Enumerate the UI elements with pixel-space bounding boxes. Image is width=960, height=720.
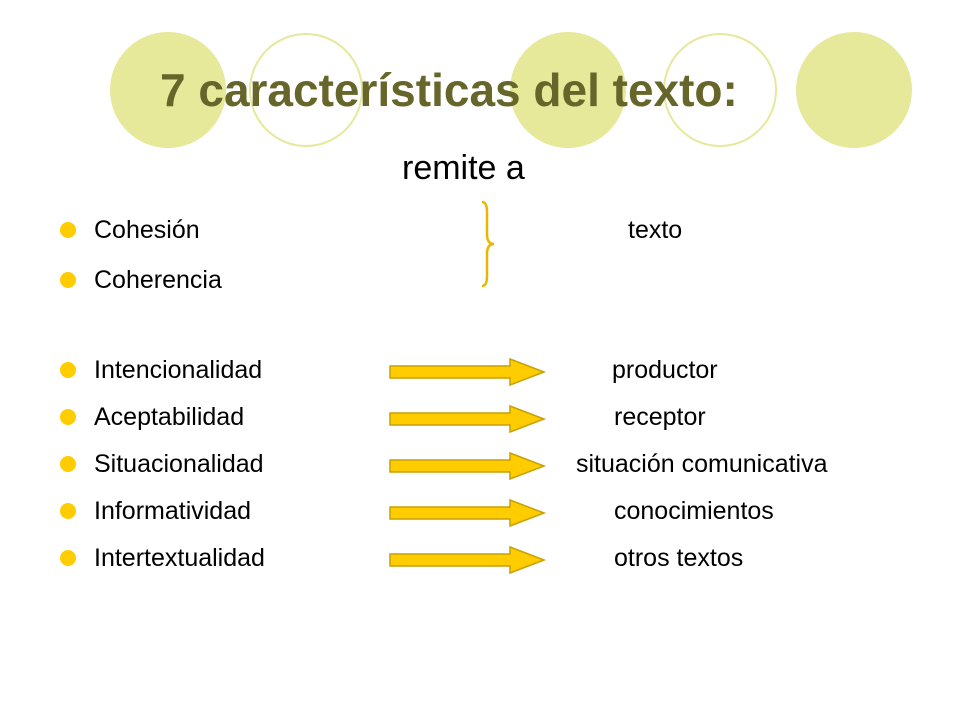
right-arrow-icon [389,357,547,387]
deco-filled-circle-2 [510,32,626,148]
right-arrow-icon [389,404,547,434]
list-item-informatividad: Informatividad [60,494,251,528]
item-target-cohesion: texto [628,216,683,244]
list-item-cohesion: Cohesión [60,213,200,247]
bullet-icon [60,503,76,519]
right-arrow-icon [389,451,547,481]
item-label: Situacionalidad [94,449,264,478]
deco-ring-2 [663,33,777,147]
right-brace-icon [481,200,495,288]
item-label: Cohesión [94,215,200,244]
bullet-icon [60,550,76,566]
item-target-aceptabilidad: receptor [614,403,706,431]
right-arrow-icon [389,545,547,575]
slide-title: 7 características del texto: [160,64,738,116]
item-label: Intertextualidad [94,543,265,572]
deco-filled-circle-1 [110,32,226,148]
item-target-situacionalidad: situación comunicativa [576,450,828,478]
list-item-intertextualidad: Intertextualidad [60,541,265,575]
item-label: Coherencia [94,265,222,294]
list-item-situacionalidad: Situacionalidad [60,447,264,481]
bullet-icon [60,222,76,238]
bullet-icon [60,362,76,378]
item-target-intertextualidad: otros textos [614,544,744,572]
list-item-intencionalidad: Intencionalidad [60,353,262,387]
right-arrow-icon [389,498,547,528]
bullet-icon [60,409,76,425]
list-item-aceptabilidad: Aceptabilidad [60,400,244,434]
bullet-icon [60,456,76,472]
item-label: Aceptabilidad [94,402,245,431]
slide-subtitle: remite a [402,149,525,187]
deco-ring-1 [249,33,363,147]
item-target-informatividad: conocimientos [614,497,774,525]
list-item-coherencia: Coherencia [60,263,222,297]
bullet-icon [60,272,76,288]
item-target-intencionalidad: productor [612,356,718,384]
item-label: Intencionalidad [94,355,263,384]
item-label: Informatividad [94,496,252,525]
deco-filled-circle-3 [796,32,912,148]
